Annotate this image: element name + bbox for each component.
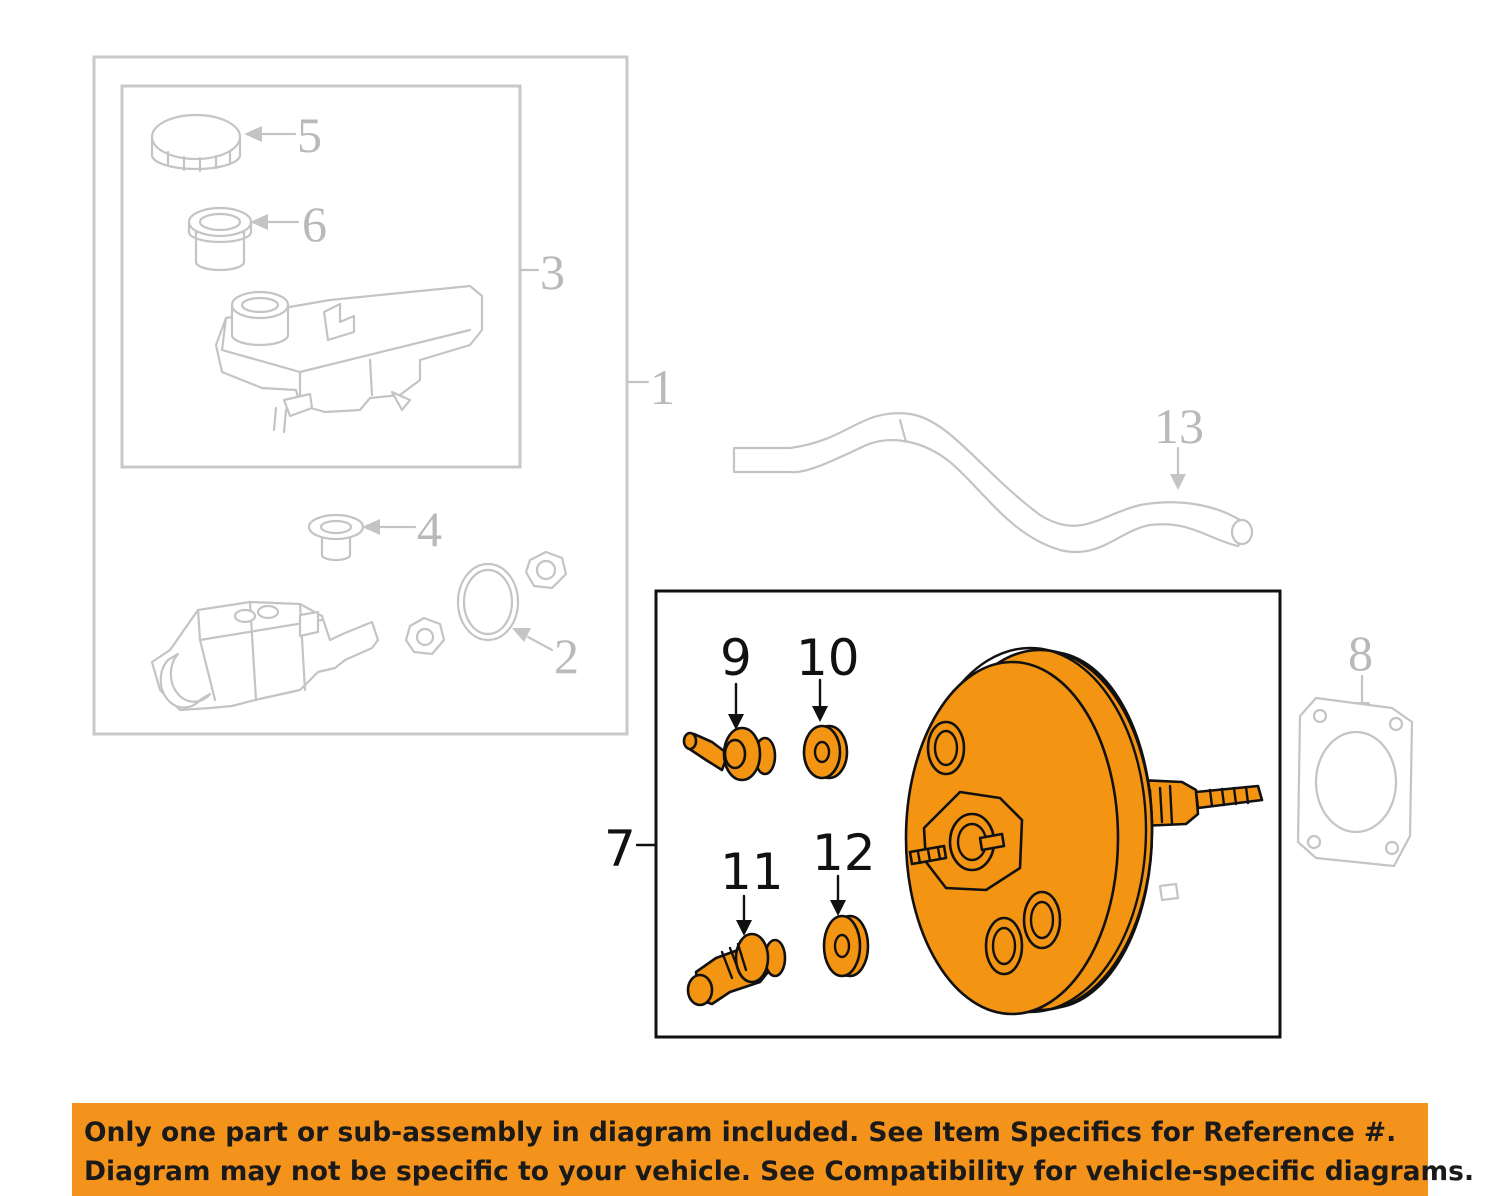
callout-10: 10 [796,629,860,687]
booster-callouts: 9 10 7 11 12 [604,629,876,901]
elbow-valve-part [686,932,787,1007]
callout-4: 4 [417,501,442,557]
master-cylinder-assembly [92,55,629,736]
assembly-frame-1 [92,55,629,736]
reservoir-part [214,284,484,434]
brake-booster-unit [904,646,1264,1016]
disclaimer-line-1: Only one part or sub-assembly in diagram… [84,1117,1397,1148]
callout-2: 2 [554,628,579,684]
grommet-part [307,513,365,562]
o-ring-part [456,562,520,642]
reservoir-frame-3 [120,84,522,469]
gasket-part [1296,696,1414,868]
callout-5: 5 [297,107,322,163]
strainer-part [187,206,253,272]
callout-7: 7 [604,820,636,878]
nut-part [404,550,568,656]
callout-9: 9 [720,629,752,687]
dark-leaders [635,678,846,936]
reservoir-cap-part [150,113,242,173]
callout-11: 11 [720,843,784,901]
disclaimer-line-2: Diagram may not be specific to your vehi… [84,1156,1475,1187]
disclaimer-banner: Only one part or sub-assembly in diagram… [72,1103,1475,1196]
master-cylinder-body [150,600,380,712]
callout-1: 1 [650,359,675,415]
booster-grommet-part-10 [802,724,849,780]
callout-12: 12 [812,824,876,882]
ghost-callouts: 5 6 3 1 4 2 13 8 [297,107,1373,684]
callout-6: 6 [302,196,327,252]
brake-booster-assembly [654,589,1282,1039]
parts-diagram: 5 6 3 1 4 2 13 8 [92,55,1414,1039]
callout-13: 13 [1154,398,1204,454]
vacuum-hose-part [732,412,1254,553]
booster-grommet-part-12 [822,914,870,978]
callout-8: 8 [1348,625,1373,681]
check-valve-part [682,726,777,782]
callout-3: 3 [540,244,565,300]
booster-frame-7 [654,589,1282,1039]
